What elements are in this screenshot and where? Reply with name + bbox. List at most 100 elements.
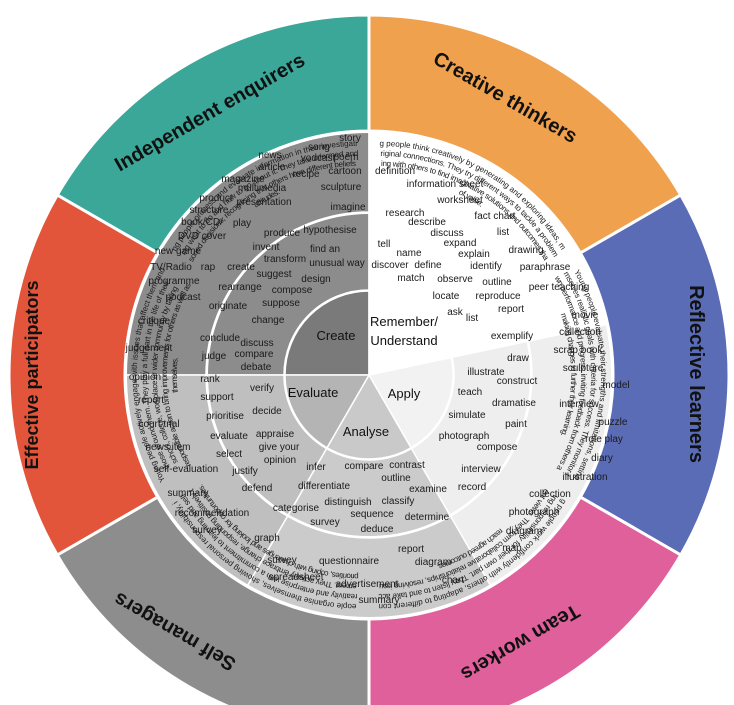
verb-remember-discover: discover — [371, 260, 409, 271]
verb-create-unusual-way: unusual way — [309, 258, 365, 269]
hub-sector-remember — [368, 290, 453, 376]
verb-reflective_products-movie: movie — [572, 310, 599, 321]
verb-create-hypothesise: hypothesise — [303, 225, 357, 236]
verb-reflective_products-collection: collection — [559, 327, 601, 338]
verb-effective_products-news-item: news item — [145, 442, 190, 453]
hub-sector-analyse — [325, 373, 413, 460]
verb-remember-identify: identify — [470, 261, 502, 272]
verb-remember-list: list — [466, 313, 478, 324]
verb-remember-drawing: drawing — [508, 245, 543, 256]
hub-label-remember-2: Understand — [370, 333, 437, 348]
title-effective: Effective participators — [22, 280, 42, 469]
verb-analyse-survey: survey — [310, 517, 339, 528]
verb-create-article: article — [259, 162, 286, 173]
verb-apply-photograph: photograph — [439, 431, 490, 442]
hub-label-evaluate: Evaluate — [288, 385, 339, 400]
verb-remember-research: research — [386, 208, 425, 219]
verb-remember-paraphrase: paraphrase — [520, 262, 571, 273]
verb-effective_products-survey: survey — [192, 525, 221, 536]
verb-create-new-game: new game — [155, 246, 202, 257]
verb-reflective_products-interview: interview — [559, 399, 599, 410]
verb-reflective_products-diary: diary — [591, 453, 613, 464]
verb-create-story: story — [339, 133, 361, 144]
hub-sector-evaluate — [284, 374, 371, 449]
verb-create-poem: poem — [333, 152, 358, 163]
verb-analyse-classify: classify — [382, 496, 415, 507]
verb-evaluate-appraise: appraise — [256, 429, 295, 440]
verb-reflective_products-map: map — [502, 543, 522, 554]
verb-create-news: news — [258, 150, 281, 161]
verb-apply-record: record — [458, 482, 486, 493]
verb-remember-fact-chart: fact chart — [474, 211, 515, 222]
verb-create-magazine: magazine — [221, 174, 265, 185]
verb-self_products-report: report — [398, 544, 424, 555]
verb-create-cartoon: cartoon — [328, 166, 361, 177]
verb-evaluate-judge: judge — [201, 351, 227, 362]
hub-label-create: Create — [316, 328, 355, 343]
verb-analyse-differentiate: differentiate — [298, 481, 351, 492]
verb-reflective_products-model: model — [602, 380, 629, 391]
verb-remember-describe: describe — [408, 217, 446, 228]
hub-label-analyse: Analyse — [343, 424, 389, 439]
outer-label-effective: Effective participators — [22, 280, 42, 469]
verb-analyse-determine: determine — [405, 512, 450, 523]
verb-create-podcast: podcast — [165, 292, 200, 303]
verb-create-recipe: recipe — [292, 169, 320, 180]
verb-remember-worksheet: worksheet — [436, 195, 483, 206]
middle-ring — [125, 131, 613, 619]
verb-apply-illustrate: illustrate — [467, 367, 505, 378]
verb-create-tv-radio: TV/Radio — [150, 262, 192, 273]
verb-create-play: play — [233, 218, 251, 229]
verb-evaluate-verify: verify — [250, 383, 274, 394]
verb-effective_products-judgement: judgement — [125, 343, 173, 354]
verb-analyse-contrast: contrast — [389, 460, 425, 471]
verb-create-programme: programme — [148, 276, 200, 287]
verb-remember-ask: ask — [447, 307, 464, 318]
verb-self_products-survey: survey — [267, 555, 296, 566]
verb-effective_products-report: report — [138, 395, 164, 406]
verb-self_products-questionnaire: questionnaire — [319, 556, 379, 567]
verb-remember-list: list — [497, 227, 509, 238]
verb-analyse-sequence: sequence — [350, 509, 394, 520]
hub-label-remember-1: Remember/ — [370, 314, 438, 329]
verb-apply-paint: paint — [505, 419, 527, 430]
inner-hub — [284, 290, 454, 460]
verb-analyse-distinguish: distinguish — [324, 497, 371, 508]
verb-create-dvd-cover: DVD cover — [178, 231, 227, 242]
verb-effective_products-critique: critique — [138, 316, 171, 327]
verb-analyse-compare: compare — [345, 461, 384, 472]
verb-effective_products-opinion: opinion — [129, 372, 161, 383]
verb-create-produce: produce — [264, 228, 301, 239]
verb-analyse-outline: outline — [381, 473, 411, 484]
verb-evaluate-opinion: opinion — [264, 455, 296, 466]
verb-evaluate-defend: defend — [242, 483, 273, 494]
verb-create-invent: invent — [253, 242, 280, 253]
verb-create-change: change — [252, 315, 285, 326]
verb-analyse-examine: examine — [409, 484, 447, 495]
verb-apply-compose: compose — [477, 442, 518, 453]
verb-create-suggest: suggest — [256, 269, 291, 280]
verb-reflective_products-diagram: diagram — [506, 526, 542, 537]
verb-self_products-chart: chart — [442, 575, 464, 586]
verb-remember-expand: expand — [444, 238, 477, 249]
verb-effective_products-recommendation: recommendation — [175, 508, 249, 519]
verb-effective_products-summary: summary — [167, 488, 208, 499]
verb-remember-definition: definition — [375, 166, 415, 177]
verb-evaluate-give-your: give your — [259, 442, 300, 453]
verb-self_products-graph: graph — [254, 533, 280, 544]
verb-evaluate-evaluate: evaluate — [210, 431, 248, 442]
verb-create-rearrange: rearrange — [218, 282, 262, 293]
verb-apply-draw: draw — [507, 353, 529, 364]
verb-create-product: product — [199, 193, 233, 204]
verb-reflective_products-scrap-book: scrap book — [554, 345, 604, 356]
verb-self_products-diagram: diagram — [415, 557, 451, 568]
verb-evaluate-rank: rank — [200, 374, 220, 385]
verb-self_products-advertisement: advertisement — [336, 579, 399, 590]
verb-remember-peer-teaching: peer teaching — [529, 282, 590, 293]
verb-analyse-infer: infer — [306, 462, 326, 473]
verb-reflective_products-collection: collection — [529, 489, 571, 500]
verb-create-originate: originate — [209, 301, 248, 312]
verb-apply-construct: construct — [497, 376, 538, 387]
verb-evaluate-select: select — [216, 449, 242, 460]
